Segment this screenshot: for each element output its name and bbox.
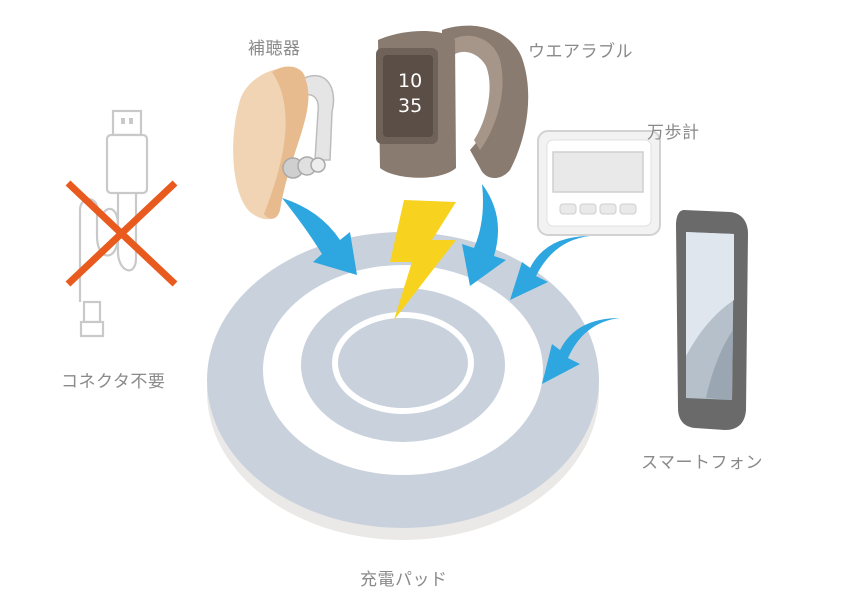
lightning-bolt-icon <box>390 200 456 320</box>
pedometer-icon <box>537 130 661 236</box>
hearing-aid-label: 補聴器 <box>248 39 301 59</box>
arrow-icon <box>542 318 620 384</box>
arrow-icon <box>282 198 357 275</box>
wearable-label: ウエアラブル <box>528 42 633 62</box>
no-connector-label: コネクタ不要 <box>61 372 166 392</box>
cross-icon <box>65 180 178 287</box>
charging-pad-label: 充電パッド <box>360 570 448 590</box>
pedometer-label: 万歩計 <box>647 123 700 143</box>
hearing-aid-icon <box>233 66 335 220</box>
watch-minute: 35 <box>398 95 422 117</box>
watch-hour: 10 <box>398 70 422 92</box>
charging-pad <box>207 232 599 540</box>
usb-cable-icon <box>78 109 149 338</box>
charging-arrows <box>282 184 620 384</box>
smartphone-label: スマートフォン <box>641 453 763 473</box>
smartwatch-icon: 10 35 <box>376 25 529 179</box>
arrow-icon <box>462 184 506 286</box>
arrow-icon <box>510 236 590 300</box>
smartphone-icon <box>676 210 748 430</box>
